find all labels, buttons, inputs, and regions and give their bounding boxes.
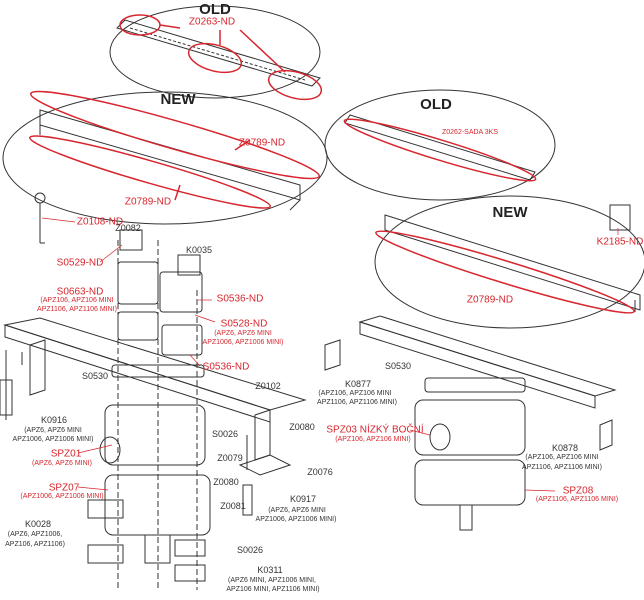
old-right-bar	[344, 114, 536, 181]
part-label-k0916: K0916	[40, 415, 68, 426]
part-label-spz03: SPZ03 NÍZKÝ BOČNÍ	[326, 424, 424, 436]
old-right-group-outline	[324, 89, 556, 201]
part-label-s0530: S0530	[81, 371, 109, 382]
z0263-highlight	[267, 69, 323, 101]
part-label-s0530: S0530	[384, 361, 412, 372]
z0263-highlight	[187, 42, 243, 74]
part-label-k0035: K0035	[185, 245, 213, 256]
part-label-k0917: K0917	[289, 494, 317, 505]
part-variant: APZ1006, APZ1006 MINI)	[255, 516, 337, 524]
part-variant: (APZ6, APZ6 MINI)	[32, 460, 92, 468]
z0789-highlight	[29, 135, 271, 209]
part-variant: (APZ106, APZ106 MINI	[525, 454, 599, 462]
part-label-k0028: K0028	[24, 519, 52, 530]
right-channel	[324, 315, 617, 451]
part-variant: APZ106, APZ1106)	[5, 541, 65, 549]
part-label-z0082: Z0082	[115, 223, 141, 234]
part-label-s0529: S0529-ND	[56, 257, 104, 269]
part-label-k0878: K0878	[551, 443, 579, 454]
z0263-highlight	[119, 14, 161, 36]
part-variant: APZ1006, APZ1006 MINI)	[202, 339, 284, 347]
part-variant: APZ1006, APZ1006 MINI)	[12, 436, 94, 444]
part-label-z0079: Z0079	[217, 453, 243, 464]
part-variant: (APZ6, APZ6 MINI	[24, 427, 82, 435]
part-label-z0108: Z0108-ND	[76, 216, 124, 228]
part-label-z0262: Z0262-SADA 3KS	[441, 129, 499, 137]
part-label-spz01: SPZ01	[50, 448, 82, 460]
part-variant: (APZ106, APZ106 MINI	[40, 297, 114, 305]
part-variant: APZ106 MINI, APZ1106 MINI)	[226, 586, 320, 594]
new-right-channel	[384, 214, 641, 312]
part-label-z0102: Z0102	[255, 381, 281, 392]
new-left-title: NEW	[160, 90, 196, 108]
k2185-part	[609, 204, 631, 231]
part-label-z0080: Z0080	[289, 422, 315, 433]
z0789-highlight	[30, 90, 320, 180]
z0789-right-highlight	[375, 230, 635, 314]
part-label-s0026: S0026	[211, 429, 239, 440]
part-variant: (APZ1106, APZ1106 MINI)	[535, 496, 619, 504]
new-right-group-outline	[374, 195, 644, 329]
new-left-group-outline	[2, 91, 328, 225]
part-label-spz08: SPZ08	[562, 485, 594, 497]
part-variant: (APZ106, APZ106 MINI	[318, 390, 392, 398]
part-label-k0311: K0311	[257, 565, 283, 576]
part-variant: APZ1106, APZ1106 MINI)	[522, 464, 602, 472]
part-label-z0080: Z0080	[213, 477, 239, 488]
part-label-s0536: S0536-ND	[216, 293, 264, 305]
part-variant: APZ1106, APZ1106 MINI)	[317, 399, 397, 407]
part-variant: (APZ6, APZ1006,	[7, 531, 63, 539]
part-variant: APZ1106, APZ1106 MINI)	[37, 306, 117, 314]
part-label-z0789: Z0789-ND	[466, 294, 514, 306]
part-label-spz07: SPZ07	[48, 482, 80, 494]
new-left-channel	[39, 109, 301, 211]
part-label-s0026: S0026	[236, 545, 264, 556]
part-variant: (APZ6, APZ6 MINI	[268, 507, 326, 515]
part-label-z0076: Z0076	[307, 467, 333, 478]
old-top-title: OLD	[199, 0, 231, 18]
part-label-z0789: Z0789-ND	[238, 137, 286, 149]
part-label-s0663: S0663-ND	[56, 286, 104, 298]
old-right-title: OLD	[420, 95, 452, 113]
part-label-z0263: Z0263-ND	[188, 16, 236, 28]
z0262-highlight	[343, 118, 537, 182]
part-variant: (APZ6 MINI, APZ1006 MINI,	[228, 577, 316, 585]
new-right-title: NEW	[492, 203, 528, 221]
old-top-bar	[116, 19, 321, 87]
old-top-group-outline	[109, 5, 321, 99]
right-drain-bodies	[414, 377, 526, 531]
dashed-assembly-lines	[117, 240, 198, 590]
part-variant: (APZ1006, APZ1006 MINI)	[20, 493, 104, 501]
part-label-k2185: K2185-ND	[596, 236, 644, 248]
part-label-s0528: S0528-ND	[220, 318, 268, 330]
screws-and-brackets	[0, 350, 292, 516]
z0108-hook	[34, 192, 46, 244]
part-label-z0081: Z0081	[220, 501, 246, 512]
part-label-s0536: S0536-ND	[202, 361, 250, 373]
part-label-k0877: K0877	[344, 379, 372, 390]
part-variant: (APZ6, APZ6 MINI	[214, 330, 272, 338]
leader-lines	[41, 217, 619, 492]
part-variant: (APZ106, APZ106 MINI)	[335, 436, 411, 444]
part-label-z0789: Z0789-ND	[124, 196, 172, 208]
